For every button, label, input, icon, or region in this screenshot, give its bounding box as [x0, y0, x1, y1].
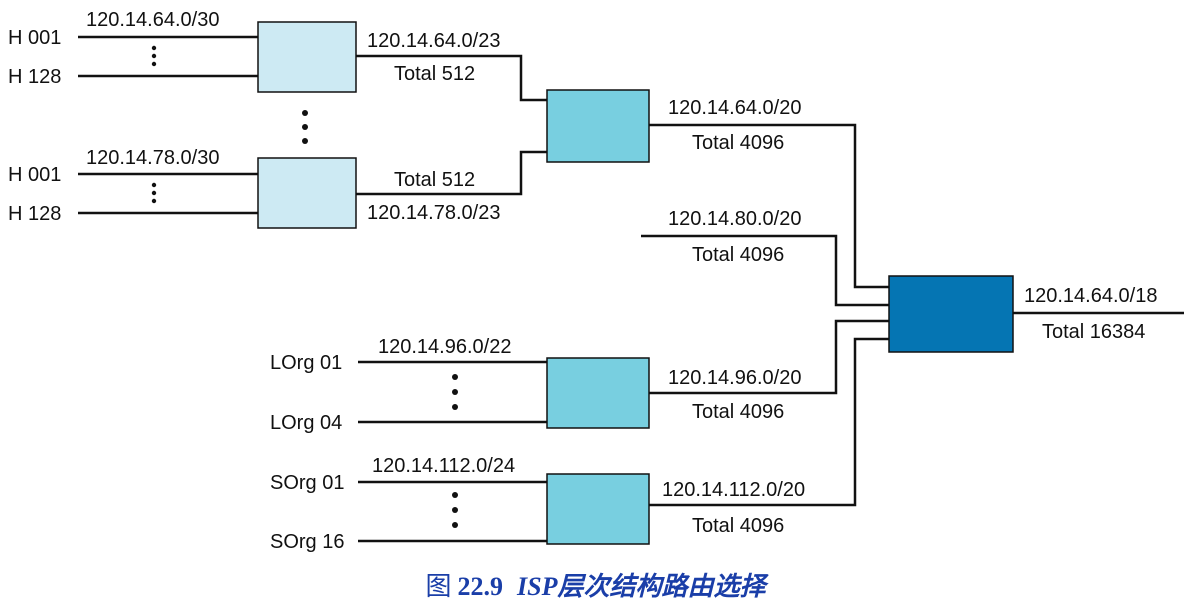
ellipsis-group-a-hosts	[151, 45, 157, 67]
label-sorg-total: Total 4096	[692, 515, 784, 537]
label-lorg-block: 120.14.96.0/20	[668, 367, 801, 389]
label-isp-total: Total 16384	[1042, 321, 1145, 343]
label-mid-upper-block: 120.14.64.0/20	[668, 97, 801, 119]
connector-lines	[78, 35, 1184, 543]
label-group-b-host-bottom: H 128	[8, 203, 61, 225]
label-lorg-subnet: 120.14.96.0/22	[378, 336, 511, 358]
ellipsis-dots	[151, 45, 458, 528]
router-group-b	[257, 157, 357, 229]
figure-title: ISP层次结构路由选择	[517, 572, 766, 601]
link-lorg-uplink	[649, 319, 889, 395]
label-group-b-block: 120.14.78.0/23	[367, 202, 500, 224]
label-isp-block: 120.14.64.0/18	[1024, 285, 1157, 307]
ellipsis-between-groups	[302, 110, 308, 144]
figure-label: 图	[425, 572, 452, 601]
label-sorg-top: SOrg 01	[270, 472, 344, 494]
link-group-b-uplink	[356, 150, 547, 196]
label-mid-upper-total: Total 4096	[692, 132, 784, 154]
label-sorg-bottom: SOrg 16	[270, 531, 344, 553]
figure-number: 22.9	[457, 572, 504, 601]
label-group-a-block: 120.14.64.0/23	[367, 30, 500, 52]
label-group-a-total: Total 512	[394, 63, 475, 85]
label-group-a-subnet: 120.14.64.0/30	[86, 9, 219, 31]
label-lorg-total: Total 4096	[692, 401, 784, 423]
label-mid-direct-block: 120.14.80.0/20	[668, 208, 801, 230]
link-sorg-uplink	[649, 337, 889, 507]
label-group-b-total: Total 512	[394, 169, 475, 191]
ellipsis-lorg	[452, 374, 458, 410]
router-group-a	[257, 21, 357, 93]
router-small-orgs	[546, 473, 650, 545]
router-large-orgs	[546, 357, 650, 429]
label-group-a-host-bottom: H 128	[8, 66, 61, 88]
label-lorg-bottom: LOrg 04	[270, 412, 342, 434]
label-group-a-host-top: H 001	[8, 27, 61, 49]
link-direct-uplink	[641, 234, 889, 307]
label-sorg-subnet: 120.14.112.0/24	[372, 455, 515, 477]
isp-hierarchy-diagram: H 001 H 128 120.14.64.0/30 120.14.64.0/2…	[8, 9, 1184, 553]
label-sorg-block: 120.14.112.0/20	[662, 479, 805, 501]
label-mid-direct-total: Total 4096	[692, 244, 784, 266]
ellipsis-sorg	[452, 492, 458, 528]
link-mid-upper-uplink	[649, 123, 889, 289]
ellipsis-group-b-hosts	[151, 182, 157, 204]
label-group-b-host-top: H 001	[8, 164, 61, 186]
router-isp	[888, 275, 1014, 353]
link-group-a-uplink	[356, 54, 547, 102]
router-mid-upper	[546, 89, 650, 163]
label-group-b-subnet: 120.14.78.0/30	[86, 147, 219, 169]
label-lorg-top: LOrg 01	[270, 352, 342, 374]
